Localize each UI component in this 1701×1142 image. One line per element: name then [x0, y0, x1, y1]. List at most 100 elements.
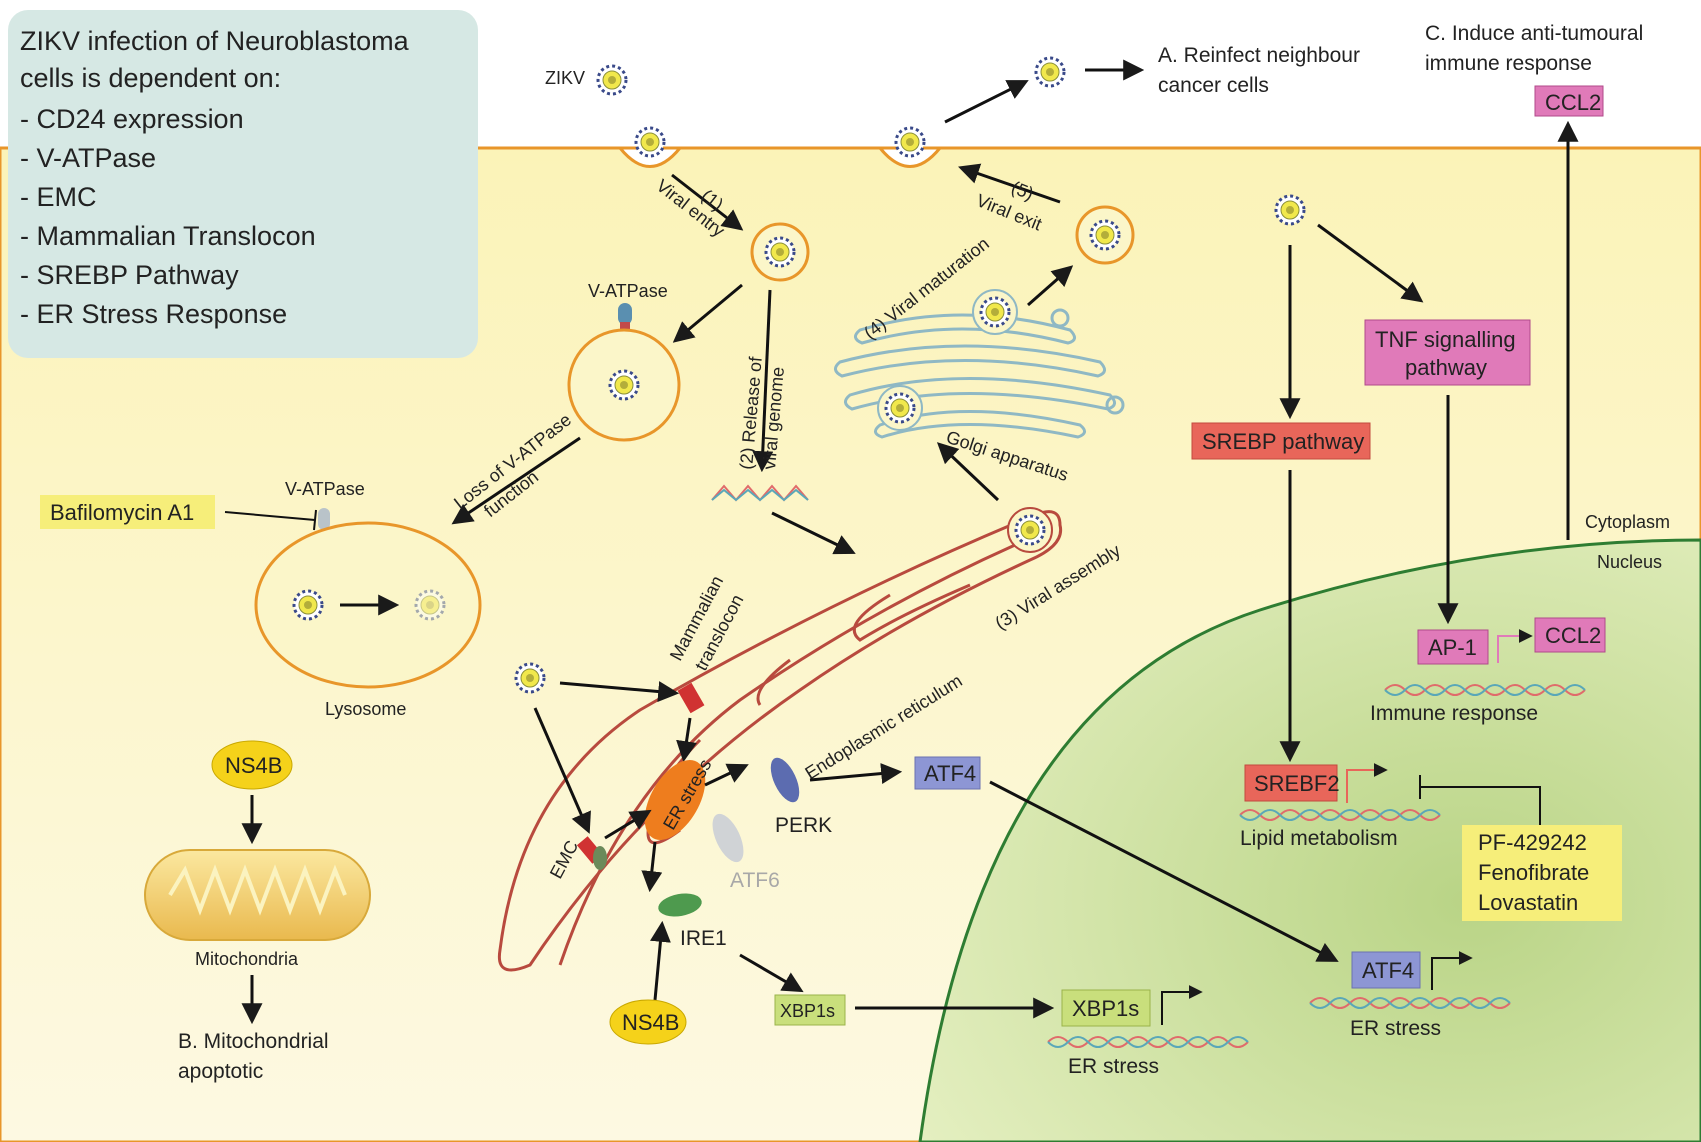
exit-arrow [944, 80, 1029, 124]
inhibition-bar [313, 509, 317, 531]
virus-icon [979, 296, 1011, 328]
atf6-icon [712, 813, 744, 863]
translocon-to-stress-arrow [676, 717, 697, 763]
emc-icon [593, 846, 607, 870]
to-emc-arrow [533, 707, 591, 834]
summary-item: - SREBP Pathway [20, 260, 239, 290]
summary-title-line1: ZIKV infection of Neuroblastoma [20, 26, 410, 56]
nucleus-label: Nucleus [1597, 552, 1662, 572]
summary-box [8, 10, 478, 358]
atf4-import-arrow [989, 780, 1339, 962]
atf4-cytoplasm-box [914, 756, 981, 790]
lipid-metabolism-label: Lipid metabolism [1240, 827, 1398, 850]
er-stress-node [644, 760, 706, 840]
virus-icon [1089, 219, 1121, 251]
atf6-label: ATF6 [730, 869, 780, 892]
virus-icon [596, 64, 628, 96]
immune-response-label: Immune response [1370, 702, 1538, 725]
loss-vatpase-arrow [451, 436, 581, 525]
ire1-to-xbp1s-arrow [739, 953, 804, 993]
summary-item: - ER Stress Response [20, 299, 287, 329]
emc-to-stress-arrow [604, 809, 652, 840]
virus-icon [634, 126, 666, 158]
to-translocon-arrow [559, 681, 680, 703]
summary-item: - CD24 expression [20, 104, 244, 134]
apoptosis-label-1: B. Mitochondrial [178, 1030, 329, 1053]
lysosome-label: Lysosome [325, 699, 406, 719]
ap1-box [1417, 629, 1489, 665]
virus-icon [1014, 514, 1046, 546]
degraded-virus-icon [414, 589, 446, 621]
srebp-label: SREBP pathway [1202, 429, 1364, 454]
ns4b-node [609, 999, 687, 1045]
inhibition-line [224, 511, 316, 521]
er-to-golgi-arrow [936, 442, 1000, 502]
stress-to-perk-arrow [704, 763, 749, 787]
tnf-label-2: pathway [1405, 355, 1487, 380]
ccl2-secreted-box [1534, 85, 1604, 117]
srebp-box [1191, 422, 1371, 460]
xbp1s-promoter [1161, 985, 1203, 1025]
ire1-label: IRE1 [680, 927, 727, 950]
apoptosis-label-2: apoptotic [178, 1060, 263, 1083]
viral-exit-arrow [958, 163, 1061, 204]
vatpase-icon [618, 303, 632, 325]
viral-rna [711, 488, 809, 502]
genome-release-arrow [752, 289, 774, 473]
xbp1s-cytoplasm-box [774, 994, 846, 1026]
atf4-nucleus-box [1351, 951, 1421, 989]
inhibitor-label: Lovastatin [1478, 890, 1578, 915]
vatpase-label-2: V-ATPase [285, 479, 365, 499]
xbp1s-nucleus-box [1061, 989, 1151, 1027]
golgi-apparatus [834, 308, 1125, 439]
xbp1s-nucleus-label: XBP1s [1072, 996, 1139, 1021]
ns4b-label-2: NS4B [622, 1010, 679, 1035]
ap1-label: AP-1 [1428, 635, 1477, 660]
ire1-icon [658, 893, 702, 917]
srebf2-box [1244, 764, 1338, 802]
to-vesicle-arrow [672, 283, 743, 343]
rna-to-er-arrow [771, 511, 856, 555]
er-stress-nucleus-label-1: ER stress [1350, 1017, 1441, 1040]
atf4-nucleus-label: ATF4 [1362, 958, 1414, 983]
ns4b-node [211, 740, 293, 790]
ns4b-to-ire1-arrow [649, 920, 671, 1001]
perk-icon [770, 757, 800, 803]
tnf-label-1: TNF signalling [1375, 327, 1516, 352]
stress-to-ire1-arrow [641, 841, 663, 893]
anti-tumour-label-2: immune response [1425, 52, 1592, 75]
virus-icon [514, 662, 546, 694]
summary-item: - V-ATPase [20, 143, 156, 173]
translocon-icon [677, 682, 705, 714]
virus-icon [764, 236, 796, 268]
maturation-arrow [1027, 265, 1074, 307]
cytoplasm-label: Cytoplasm [1585, 512, 1670, 532]
inhibitor-label: PF-429242 [1478, 830, 1587, 855]
mito-label: Mitochondria [195, 949, 299, 969]
ccl2-nucleus-label: CCL2 [1545, 623, 1601, 648]
mitochondria [144, 849, 371, 941]
ap1-promoter [1497, 629, 1533, 663]
bafilomycin-label: Bafilomycin A1 [50, 500, 194, 525]
ccl2-nucleus-box [1534, 617, 1606, 653]
summary-title-line2: cells is dependent on: [20, 63, 281, 93]
zikv-label: ZIKV [545, 68, 585, 88]
anti-tumour-label-1: C. Induce anti-tumoural [1425, 22, 1643, 45]
to-tnf-arrow [1317, 223, 1424, 303]
summary-item: - EMC [20, 182, 97, 212]
xbp1s-cytoplasm-label: XBP1s [780, 1001, 835, 1021]
summary-item: - Mammalian Translocon [20, 221, 316, 251]
vatpase-inactive-icon [318, 508, 330, 530]
ns4b-label-1: NS4B [225, 753, 282, 778]
virus-icon [1274, 194, 1306, 226]
reinfect-label-1: A. Reinfect neighbour [1158, 44, 1360, 67]
vatpase-label-1: V-ATPase [588, 281, 668, 301]
ccl2-secreted-label: CCL2 [1545, 90, 1601, 115]
er-stress-nucleus-label-2: ER stress [1068, 1055, 1159, 1078]
virus-icon [894, 126, 926, 158]
tnf-box [1364, 319, 1531, 386]
mitochondria-cristae [168, 864, 347, 916]
perk-to-atf4-arrow [809, 763, 903, 784]
